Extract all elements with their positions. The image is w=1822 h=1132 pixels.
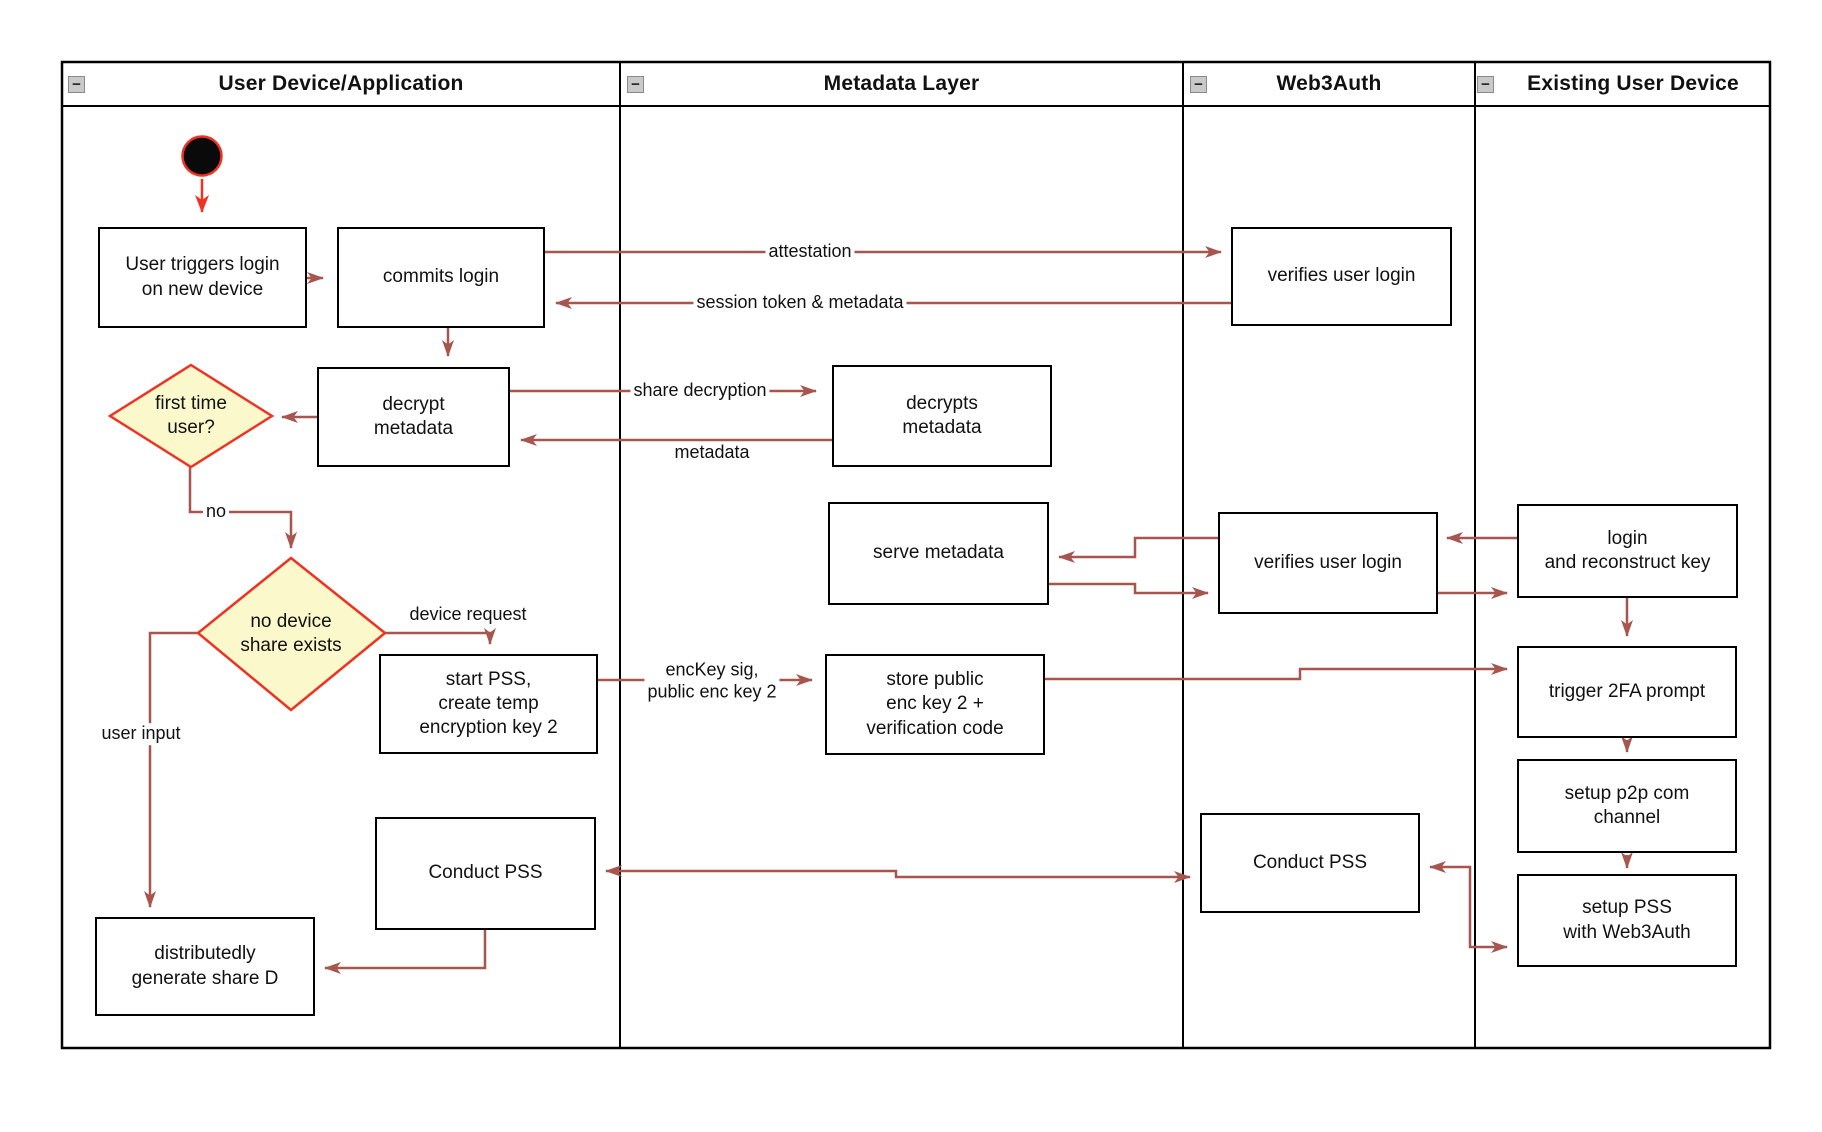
node-conduct-pss-web3auth[interactable]: Conduct PSS [1200,813,1420,913]
pool-border[interactable] [60,60,1772,1050]
lane-title-user-device[interactable]: User Device/Application [218,72,464,95]
edge-user-input[interactable] [144,631,198,908]
decision-label-first-time-user[interactable]: first time user? [155,393,227,438]
edge-label-device-request[interactable]: device request [409,604,527,625]
node-login-reconstruct-key[interactable]: login and reconstruct key [1517,504,1738,598]
edge-verifies2-to-serve[interactable] [1058,536,1218,563]
node-verifies-user-login-2[interactable]: verifies user login [1218,512,1438,614]
collapse-icon[interactable]: − [1190,76,1207,93]
edge-label-no[interactable]: no [202,501,230,523]
edge-conductpss-link[interactable] [605,865,1191,883]
node-verifies-user-login-1[interactable]: verifies user login [1231,227,1452,326]
node-trigger-2fa-prompt[interactable]: trigger 2FA prompt [1517,646,1737,738]
collapse-icon[interactable]: − [68,76,85,93]
node-commits-login[interactable]: commits login [337,227,545,328]
node-distributedly-generate-share[interactable]: distributedly generate share D [95,917,315,1016]
node-start-pss[interactable]: start PSS, create temp encryption key 2 [379,654,598,754]
decision-label-no-device-share[interactable]: no device share exists [240,611,342,656]
edge-setuppss-conductpss[interactable] [1429,861,1508,953]
node-user-triggers-login[interactable]: User triggers login on new device [98,227,307,328]
edge-label-share-decryption[interactable]: share decryption [630,380,770,402]
node-setup-p2p-channel[interactable]: setup p2p com channel [1517,759,1737,853]
edge-store-to-2fa[interactable] [1045,663,1508,681]
edge-label-enckey[interactable]: encKey sig, public enc key 2 [644,659,780,703]
decision-first-time-user[interactable] [107,363,275,469]
edge-conductpss-to-share[interactable] [324,930,487,974]
edge-label-metadata[interactable]: metadata [674,442,750,463]
node-setup-pss-web3auth[interactable]: setup PSS with Web3Auth [1517,874,1737,967]
node-decrypts-metadata[interactable]: decrypts metadata [832,365,1052,467]
node-decrypt-metadata[interactable]: decrypt metadata [317,367,510,467]
lane-title-metadata-layer[interactable]: Metadata Layer [823,72,980,95]
node-conduct-pss-user[interactable]: Conduct PSS [375,817,596,930]
decision-no-device-share[interactable] [196,556,387,712]
collapse-icon[interactable]: − [1477,76,1494,93]
edge-label-session-token[interactable]: session token & metadata [693,292,907,314]
lane-title-existing-device[interactable]: Existing User Device [1527,72,1739,95]
edge-label-attestation[interactable]: attestation [765,241,855,263]
collapse-icon[interactable]: − [627,76,644,93]
edge-device-request[interactable] [385,628,496,645]
start-node[interactable] [181,135,223,177]
edge-label-user-input[interactable]: user input [98,723,184,745]
node-store-public-enc-key[interactable]: store public enc key 2 + verification co… [825,654,1045,755]
lane-title-web3auth[interactable]: Web3Auth [1276,72,1382,95]
edge-no[interactable] [188,467,297,549]
edge-serve-to-verifies2[interactable] [1049,582,1209,599]
node-serve-metadata[interactable]: serve metadata [828,502,1049,605]
